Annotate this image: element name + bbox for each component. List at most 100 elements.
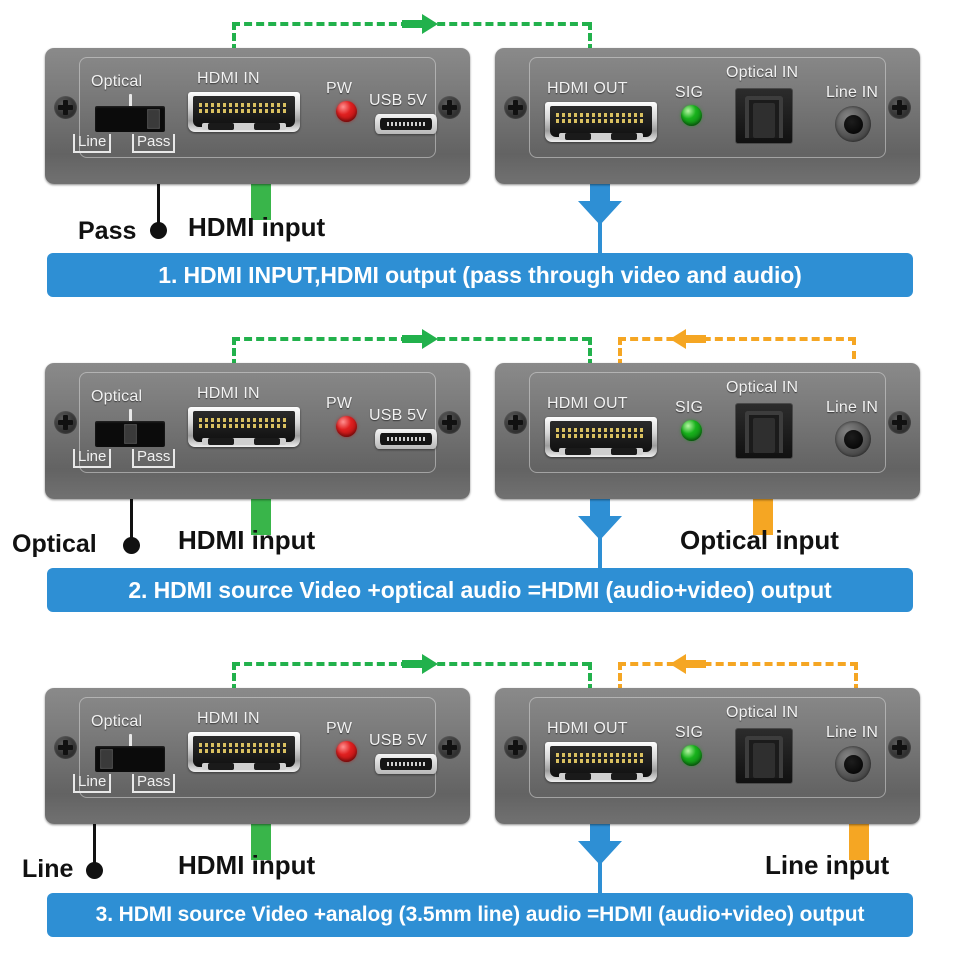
- label-pass: Pass: [132, 134, 176, 153]
- label-line: Line: [73, 134, 112, 153]
- device-left-2: Optical Line Pass HDMI IN PW USB 5V: [45, 363, 470, 499]
- device-right-3: HDMI OUT SIG Optical IN Line IN: [495, 688, 920, 824]
- hdmi-in-port[interactable]: [188, 732, 300, 772]
- label-hdmi-out: HDMI OUT: [547, 395, 628, 412]
- usb-power-port[interactable]: [375, 114, 437, 134]
- hdmi-out-port[interactable]: [545, 102, 657, 142]
- hdmi-in-port[interactable]: [188, 407, 300, 447]
- label-optical-in: Optical IN: [726, 379, 799, 396]
- device-left-1: Optical Line Pass HDMI IN PW USB 5V: [45, 48, 470, 184]
- screw-icon: [54, 736, 77, 759]
- label-hdmi-in: HDMI IN: [197, 385, 260, 402]
- audio-flow-arrow-3: [668, 652, 708, 676]
- hdmi-output-arrow-1: [577, 163, 623, 225]
- switch-center-tick: [129, 734, 132, 747]
- switch-knob[interactable]: [123, 424, 137, 444]
- switch-center-tick: [129, 409, 132, 422]
- power-led-icon: [336, 741, 357, 762]
- switch-callout-dot-3: [86, 862, 103, 879]
- audio-input-label-2: Optical input: [680, 525, 839, 555]
- label-sig: SIG: [675, 84, 704, 101]
- power-led-icon: [336, 101, 357, 122]
- label-hdmi-out: HDMI OUT: [547, 720, 628, 737]
- screw-icon: [888, 96, 911, 119]
- audio-flow-arrow-2: [668, 327, 708, 351]
- switch-knob[interactable]: [147, 109, 160, 129]
- usb-power-port[interactable]: [375, 754, 437, 774]
- hdmi-input-label-2: HDMI input: [178, 525, 316, 555]
- screw-icon: [54, 96, 77, 119]
- label-optical-in: Optical IN: [726, 64, 799, 81]
- audio-input-label-3: Line input: [765, 850, 890, 880]
- switch-callout-label-3: Line: [22, 855, 74, 883]
- switch-callout-dot-2: [123, 537, 140, 554]
- switch-callout-leader-3: [93, 792, 96, 870]
- line-in-jack[interactable]: [835, 421, 871, 457]
- switch-callout-leader-1: [157, 152, 160, 230]
- video-flow-arrow-1: [400, 12, 440, 36]
- hdmi-input-label-3: HDMI input: [178, 850, 316, 880]
- audio-path-top-3: [618, 662, 858, 666]
- hdmi-in-port[interactable]: [188, 92, 300, 132]
- mode-switch[interactable]: [95, 746, 165, 772]
- mode-caption-1: 1. HDMI INPUT,HDMI output (pass through …: [47, 253, 913, 297]
- label-pw: PW: [326, 720, 353, 737]
- switch-knob[interactable]: [100, 749, 113, 769]
- audio-path-segment-right-2: [852, 337, 856, 373]
- signal-led-icon: [681, 105, 702, 126]
- label-hdmi-out: HDMI OUT: [547, 80, 628, 97]
- hdmi-out-port[interactable]: [545, 417, 657, 457]
- label-sig: SIG: [675, 399, 704, 416]
- label-pw: PW: [326, 80, 353, 97]
- line-in-jack[interactable]: [835, 746, 871, 782]
- switch-center-tick: [129, 94, 132, 107]
- label-line-in: Line IN: [826, 84, 879, 101]
- mode-switch[interactable]: [95, 421, 165, 447]
- mode-caption-2: 2. HDMI source Video +optical audio =HDM…: [47, 568, 913, 612]
- hdmi-out-port[interactable]: [545, 742, 657, 782]
- screw-icon: [504, 96, 527, 119]
- label-line-in: Line IN: [826, 399, 879, 416]
- mode-caption-3: 3. HDMI source Video +analog (3.5mm line…: [47, 893, 913, 937]
- label-hdmi-in: HDMI IN: [197, 70, 260, 87]
- label-line: Line: [73, 774, 112, 793]
- hdmi-output-arrow-3: [577, 803, 623, 865]
- label-usb-5v: USB 5V: [369, 407, 428, 424]
- usb-power-port[interactable]: [375, 429, 437, 449]
- signal-led-icon: [681, 420, 702, 441]
- mode-switch[interactable]: [95, 106, 165, 132]
- screw-icon: [438, 411, 461, 434]
- screw-icon: [54, 411, 77, 434]
- label-pass: Pass: [132, 774, 176, 793]
- power-led-icon: [336, 416, 357, 437]
- switch-callout-dot-1: [150, 222, 167, 239]
- label-pass: Pass: [132, 449, 176, 468]
- optical-in-port[interactable]: [735, 728, 793, 784]
- optical-in-port[interactable]: [735, 403, 793, 459]
- label-usb-5v: USB 5V: [369, 92, 428, 109]
- label-optical-switch: Optical: [91, 73, 143, 90]
- hdmi-output-arrow-2: [577, 478, 623, 540]
- label-optical-switch: Optical: [91, 713, 143, 730]
- switch-callout-label-2: Optical: [12, 530, 97, 558]
- screw-icon: [888, 736, 911, 759]
- label-optical-switch: Optical: [91, 388, 143, 405]
- line-in-jack[interactable]: [835, 106, 871, 142]
- label-pw: PW: [326, 395, 353, 412]
- label-usb-5v: USB 5V: [369, 732, 428, 749]
- screw-icon: [504, 411, 527, 434]
- label-line-in: Line IN: [826, 724, 879, 741]
- screw-icon: [888, 411, 911, 434]
- device-right-2: HDMI OUT SIG Optical IN Line IN: [495, 363, 920, 499]
- device-right-1: HDMI OUT SIG Optical IN Line IN: [495, 48, 920, 184]
- label-optical-in: Optical IN: [726, 704, 799, 721]
- screw-icon: [438, 736, 461, 759]
- device-left-3: Optical Line Pass HDMI IN PW USB 5V: [45, 688, 470, 824]
- video-flow-arrow-2: [400, 327, 440, 351]
- label-line: Line: [73, 449, 112, 468]
- label-sig: SIG: [675, 724, 704, 741]
- optical-in-port[interactable]: [735, 88, 793, 144]
- screw-icon: [504, 736, 527, 759]
- video-flow-arrow-3: [400, 652, 440, 676]
